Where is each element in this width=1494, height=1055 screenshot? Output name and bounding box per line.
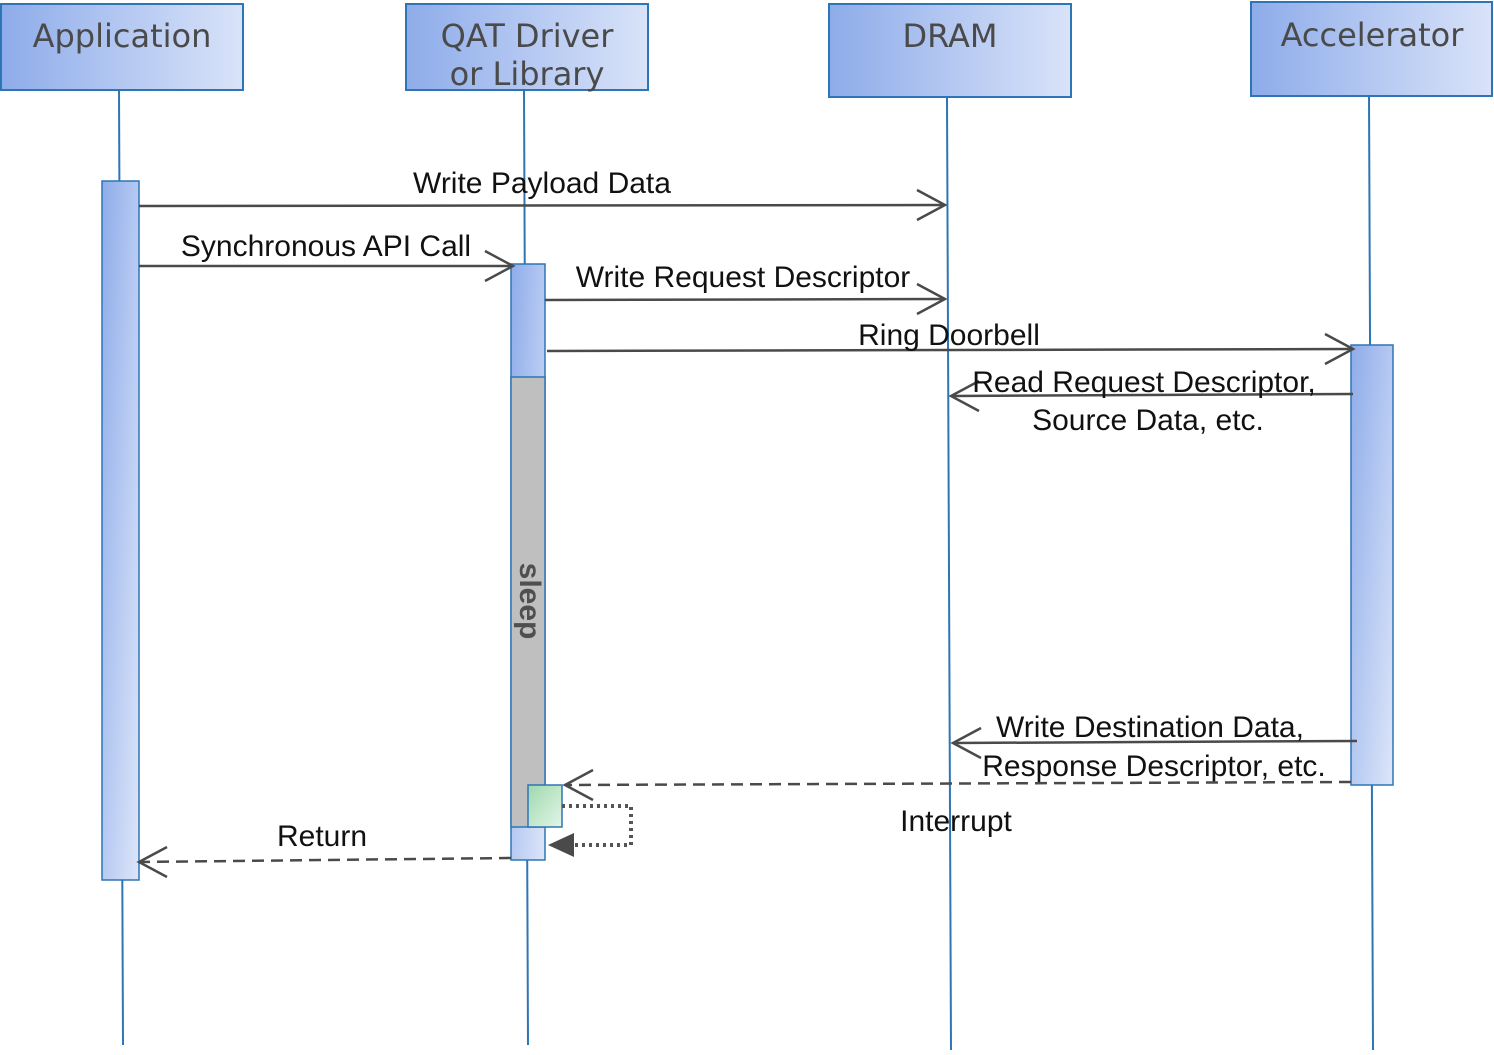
participant-application-label: Application	[33, 17, 212, 55]
sleep-label: sleep	[513, 563, 546, 640]
participant-qat-label-line2: or Library	[450, 55, 605, 93]
participant-qat: QAT Driver or Library	[405, 3, 649, 93]
message-write-destination-label-line2: Response Descriptor, etc.	[982, 750, 1326, 783]
participant-accelerator: Accelerator	[1250, 1, 1493, 97]
message-read-request-label-line1: Read Request Descriptor,	[972, 366, 1316, 399]
participant-dram-label: DRAM	[902, 17, 997, 55]
message-return: Return	[136, 820, 512, 879]
message-write-request-descriptor-label: Write Request Descriptor	[576, 261, 911, 294]
message-sync-api-call: Synchronous API Call	[139, 230, 516, 283]
message-read-request: Read Request Descriptor, Source Data, et…	[948, 366, 1354, 437]
message-interrupt-label: Interrupt	[900, 805, 1012, 838]
message-write-payload-label: Write Payload Data	[413, 167, 671, 200]
participant-qat-label-line1: QAT Driver	[441, 17, 615, 55]
participant-accelerator-label: Accelerator	[1281, 16, 1465, 54]
message-ring-doorbell-label: Ring Doorbell	[858, 319, 1040, 352]
message-sync-api-call-label: Synchronous API Call	[181, 230, 471, 263]
participant-dram: DRAM	[828, 3, 1072, 98]
message-read-request-label-line2: Source Data, etc.	[1032, 404, 1264, 437]
message-write-request-descriptor: Write Request Descriptor	[544, 261, 948, 316]
message-write-destination-label-line1: Write Destination Data,	[996, 711, 1304, 744]
message-write-destination: Write Destination Data, Response Descrip…	[950, 711, 1358, 783]
lifeline-dram	[946, 96, 952, 1051]
interrupt-handler-block	[527, 784, 563, 828]
message-write-payload: Write Payload Data	[138, 167, 948, 222]
message-interrupt: Interrupt	[562, 768, 1352, 838]
activation-application	[101, 180, 140, 881]
activation-accelerator	[1350, 344, 1394, 786]
participant-application: Application	[0, 3, 244, 91]
message-ring-doorbell: Ring Doorbell	[546, 319, 1356, 366]
message-return-label: Return	[277, 820, 367, 853]
self-callback	[548, 804, 633, 857]
